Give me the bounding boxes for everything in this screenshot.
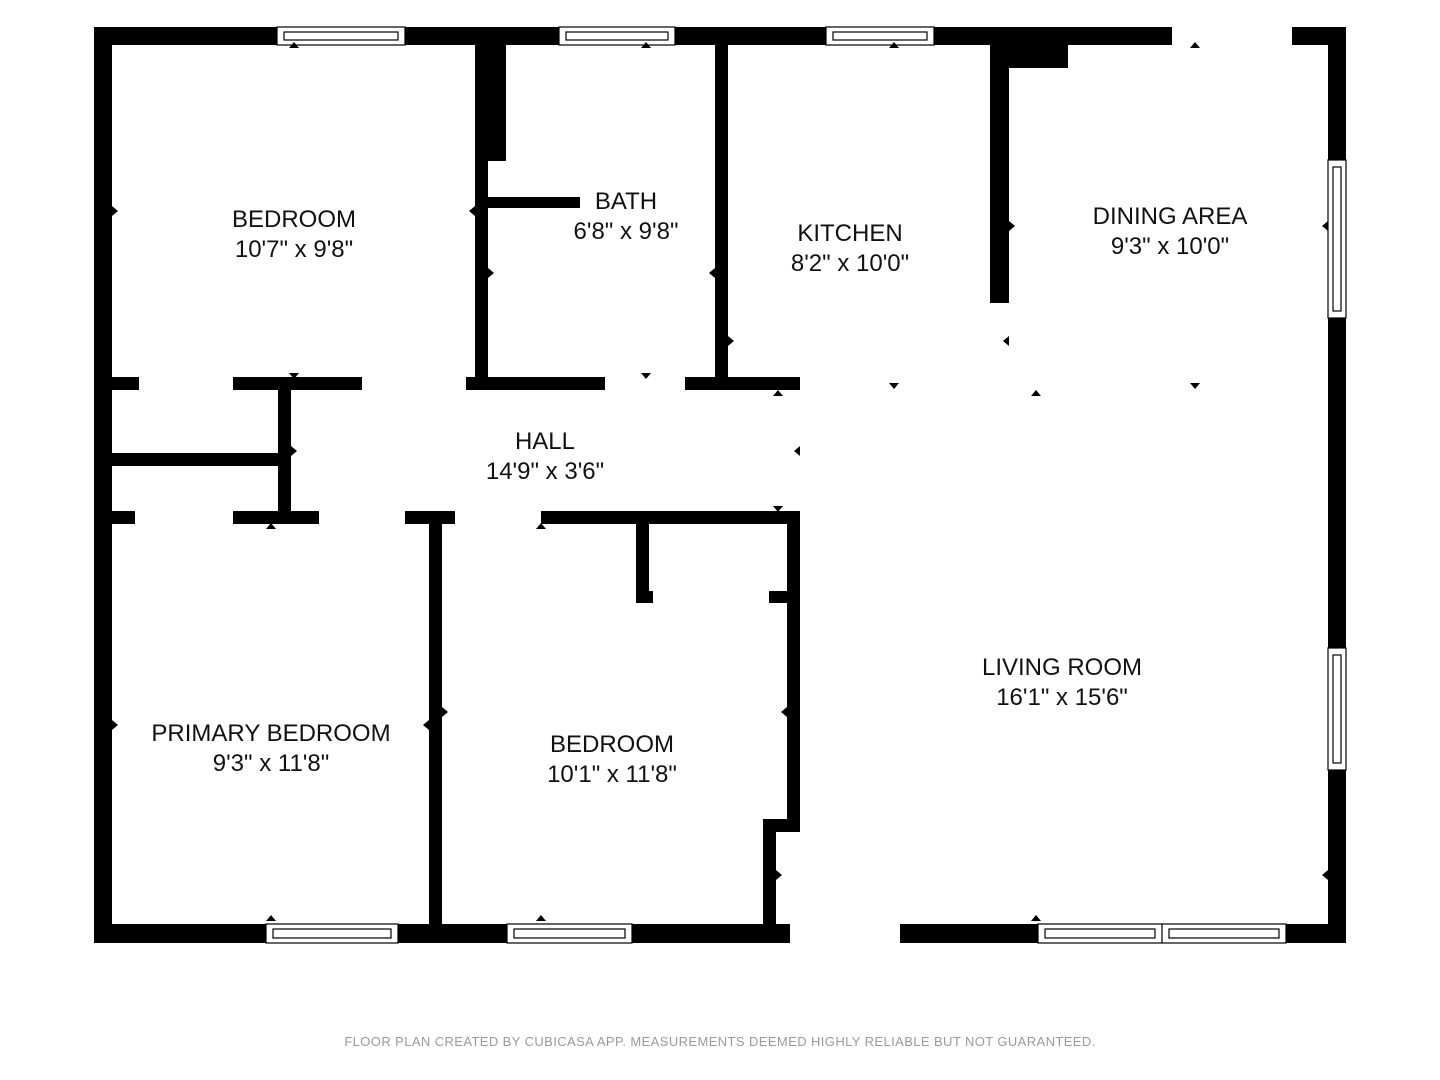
wall-bath-kitchen [715,27,728,389]
marker [469,206,475,216]
marker [289,42,299,48]
marker [773,390,783,396]
hall-top-wall-3 [466,377,605,390]
room-dims-living: 16'1" x 15'6" [996,684,1128,711]
room-name-kitchen: KITCHEN [797,220,902,247]
walls [94,27,1346,943]
marker [781,707,787,717]
marker [423,720,429,730]
marker [773,506,783,512]
hall-bottom-wall-2 [233,511,319,524]
marker [709,268,715,278]
room-dims-kitchen: 8'2" x 10'0" [791,250,909,277]
marker [289,373,299,379]
room-dims-bedroom: 10'7" x 9'8" [235,236,353,263]
marker [889,383,899,389]
hall-bottom-wall-4 [541,511,800,524]
marker [776,870,782,880]
closet-wall-horizontal [110,453,282,466]
disclaimer-footer: FLOOR PLAN CREATED BY CUBICASA APP. MEAS… [344,1034,1096,1049]
marker [291,446,297,456]
hall-top-wall-1 [94,377,139,390]
room-name-bedroom2: BEDROOM [550,731,674,758]
window-living-right [1327,647,1347,771]
marker [1009,221,1015,231]
marker [266,915,276,921]
wall-primary-bedroom [429,511,442,943]
room-dims-hall: 14'9" x 3'6" [486,458,604,485]
marker [1322,870,1328,880]
marker [488,268,494,278]
marker [536,915,546,921]
wall-bedroom-bath-thick [475,27,506,161]
hall-top-wall-4 [685,377,800,390]
marker [112,206,118,216]
marker [536,523,546,529]
room-dims-bedroom2: 10'1" x 11'8" [547,761,677,788]
room-dims-dining: 9'3" x 10'0" [1111,233,1229,260]
wall-bedroom2-lower [763,819,776,943]
marker [1322,221,1328,231]
marker [794,446,800,456]
room-dims-primary: 9'3" x 11'8" [213,750,330,777]
room-name-primary: PRIMARY BEDROOM [151,720,390,747]
marker [1003,336,1009,346]
bedroom2-closet-stub-left [636,591,653,603]
marker [728,336,734,346]
marker [1031,915,1041,921]
hall-bottom-wall-1 [94,511,135,524]
marker [442,707,448,717]
windows [265,26,1347,944]
marker [641,373,651,379]
window-bath-top [558,26,676,46]
window-dining-right [1327,159,1347,319]
bedroom2-closet-left [636,511,649,603]
marker [112,720,118,730]
wall-kitchen-dining-cap [990,27,1068,68]
marker [1031,390,1041,396]
outer-wall-left [94,27,112,943]
dimension-markers [112,42,1328,921]
room-name-bath: BATH [595,188,657,215]
wall-bath-stub [486,197,580,208]
room-name-hall: HALL [515,428,575,455]
wall-kitchen-dining [990,27,1009,303]
hall-top-wall-2 [233,377,362,390]
marker [266,523,276,529]
room-dims-bath: 6'8" x 9'8" [574,218,679,245]
marker [1190,42,1200,48]
room-name-bedroom: BEDROOM [232,206,356,233]
window-primary-bottom [265,923,399,944]
marker [1190,383,1200,389]
room-labels: BEDROOM 10'7" x 9'8" BATH 6'8" x 9'8" KI… [151,188,1247,788]
room-name-living: LIVING ROOM [982,654,1142,681]
closet-wall-vertical [278,386,291,524]
room-name-dining: DINING AREA [1093,203,1248,230]
wall-bedroom2-living [787,511,800,832]
window-living-bottom [1037,923,1287,944]
marker [889,42,899,48]
window-kitchen-top [825,26,935,46]
window-bedroom-top [276,26,406,46]
marker [641,42,651,48]
window-bedroom2-bottom [506,923,633,944]
